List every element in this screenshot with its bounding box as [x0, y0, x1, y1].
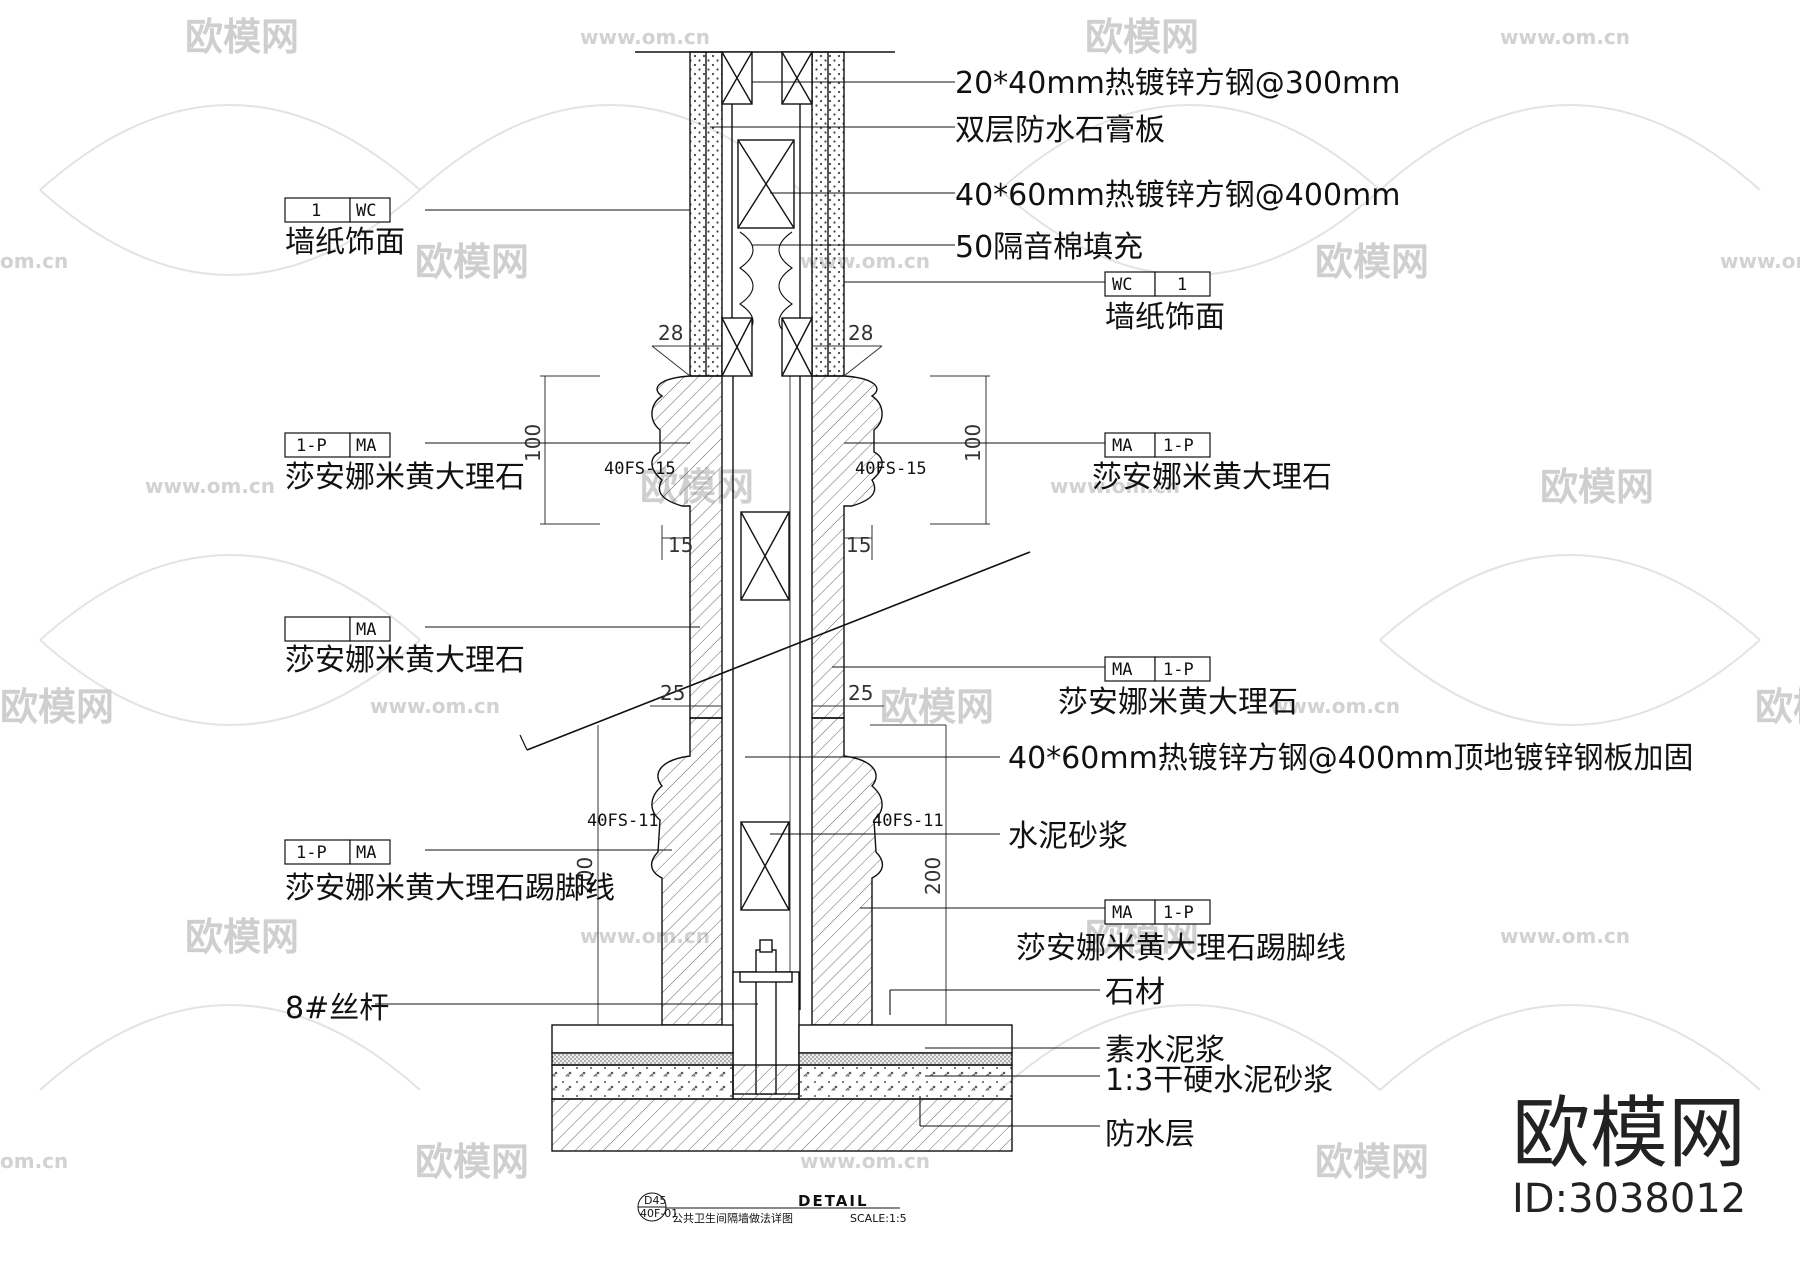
watermarks: 欧模网 欧模网 欧模网 欧模网 欧模网 欧模网 欧模网 欧模网 欧模网 欧模网 … — [0, 15, 1800, 1184]
label-steel-reinforced: 40*60mm热镀锌方钢@400mm顶地镀锌钢板加固 — [1008, 741, 1694, 776]
dim-200-left: 200 — [573, 857, 597, 895]
tag-ma-mid-right-2: 1-P — [1163, 660, 1194, 680]
labels: 20*40mm热镀锌方钢@300mm 双层防水石膏板 40*60mm热镀锌方钢@… — [285, 66, 1694, 1152]
label-waterproof: 防水层 — [1105, 1117, 1195, 1152]
watermark-text: 欧模网 — [185, 915, 299, 959]
code-fs11-right: 40FS-11 — [872, 811, 944, 831]
label-cement-mortar: 水泥砂浆 — [1008, 819, 1128, 854]
watermark-url: om.cn — [0, 1149, 68, 1173]
watermark-text: 欧模网 — [1755, 685, 1800, 729]
tag-ma-mid-right-1: MA — [1112, 660, 1132, 680]
code-fs11-left: 40FS-11 — [587, 811, 659, 831]
tag-skirt-right-2: 1-P — [1163, 903, 1194, 923]
watermark-url: www.om.cn — [145, 474, 275, 498]
dim-28-left: 28 — [658, 321, 683, 345]
tag-wc-right-2: 1 — [1177, 275, 1187, 295]
label-rod: 8#丝杆 — [285, 991, 389, 1026]
brand-name: 欧模网 — [1512, 1089, 1746, 1179]
label-stone: 石材 — [1105, 975, 1165, 1010]
label-marble-upper-right: 莎安娜米黄大理石 — [1092, 460, 1332, 495]
tag-boxes — [284, 197, 1211, 925]
watermark-text: 欧模网 — [415, 1140, 529, 1184]
title-ref-bottom: 40F-01 — [640, 1207, 678, 1220]
dim-28-right: 28 — [848, 321, 873, 345]
label-dry-mortar: 1:3干硬水泥砂浆 — [1105, 1063, 1333, 1098]
title-detail: DETAIL — [798, 1192, 869, 1210]
watermark-text: 欧模网 — [880, 685, 994, 729]
tag-texts: 1 WC WC 1 1-P MA MA 1-P MA MA 1-P 1-P MA… — [296, 201, 1194, 923]
wall-section — [519, 51, 1031, 1152]
label-steel-300: 20*40mm热镀锌方钢@300mm — [955, 66, 1401, 101]
code-fs15-right: 40FS-15 — [855, 459, 927, 479]
label-marble-upper-left: 莎安娜米黄大理石 — [285, 460, 525, 495]
tag-skirt-right-1: MA — [1112, 903, 1132, 923]
label-marble-mid-left: 莎安娜米黄大理石 — [285, 643, 525, 678]
watermark-url: om.cn — [0, 249, 68, 273]
label-skirting-left: 莎安娜米黄大理石踢脚线 — [285, 871, 615, 906]
label-marble-mid-right: 莎安娜米黄大理石 — [1058, 685, 1298, 720]
watermark-text: 欧模网 — [1315, 1140, 1429, 1184]
watermark-url: www.om.cn — [580, 25, 710, 49]
watermark-text: 欧模网 — [415, 240, 529, 284]
label-wallpaper-left: 墙纸饰面 — [285, 225, 405, 260]
brand: 欧模网 ID:3038012 — [1512, 1089, 1746, 1222]
code-fs15-left: 40FS-15 — [604, 459, 676, 479]
tag-skirt-left-2: MA — [356, 843, 376, 863]
watermark-url: www.om.cn — [1500, 25, 1630, 49]
watermark-text: 欧模网 — [1315, 240, 1429, 284]
tag-ma-upper-right-1: MA — [1112, 436, 1132, 456]
label-insulation: 50隔音棉填充 — [955, 230, 1143, 265]
watermark-url: www.om.cn — [370, 694, 500, 718]
tag-ma-upper-right-2: 1-P — [1163, 436, 1194, 456]
watermark-url: www.om.cn — [800, 1149, 930, 1173]
dim-25-left: 25 — [660, 681, 685, 705]
dim-15-right: 15 — [846, 533, 871, 557]
material-codes: 40FS-15 40FS-15 40FS-11 40FS-11 — [587, 459, 944, 831]
tag-wc-left-1: 1 — [311, 201, 321, 221]
watermark-url: www.om.cn — [1720, 249, 1800, 273]
title-text: 公共卫生间隔墙做法详图 — [672, 1211, 793, 1225]
watermark-text: 欧模网 — [0, 685, 114, 729]
tag-ma-upper-left-2: MA — [356, 436, 376, 456]
tag-wc-right-1: WC — [1112, 275, 1132, 295]
tag-ma-mid-left-2: MA — [356, 620, 376, 640]
watermark-url: www.om.cn — [1050, 474, 1180, 498]
brand-id: ID:3038012 — [1512, 1176, 1746, 1222]
watermark-url: www.om.cn — [1500, 924, 1630, 948]
label-wallpaper-right: 墙纸饰面 — [1105, 300, 1225, 335]
title-block: D45 40F-01 公共卫生间隔墙做法详图 DETAIL SCALE:1:5 — [637, 1192, 907, 1225]
tag-ma-upper-left-1: 1-P — [296, 436, 327, 456]
dimension-texts: 28 28 100 100 15 15 25 25 200 200 — [521, 321, 985, 895]
leader-lines — [375, 81, 1105, 1127]
dim-200-right: 200 — [921, 857, 945, 895]
watermark-text: 欧模网 — [1085, 15, 1199, 59]
watermark-text: 欧模网 — [185, 15, 299, 59]
watermark-text: 欧模网 — [1540, 465, 1654, 509]
tag-wc-left-2: WC — [356, 201, 376, 221]
dim-25-right: 25 — [848, 681, 873, 705]
tag-skirt-left-1: 1-P — [296, 843, 327, 863]
dimensions — [540, 345, 990, 1025]
title-ref-top: D45 — [644, 1194, 666, 1207]
watermark-url: www.om.cn — [1270, 694, 1400, 718]
label-steel-400: 40*60mm热镀锌方钢@400mm — [955, 178, 1401, 213]
dim-15-left: 15 — [668, 533, 693, 557]
label-skirting-right: 莎安娜米黄大理石踢脚线 — [1016, 931, 1346, 966]
label-cement-paste: 素水泥浆 — [1105, 1033, 1225, 1068]
label-gypsum: 双层防水石膏板 — [955, 113, 1165, 148]
title-scale: SCALE:1:5 — [850, 1212, 907, 1225]
